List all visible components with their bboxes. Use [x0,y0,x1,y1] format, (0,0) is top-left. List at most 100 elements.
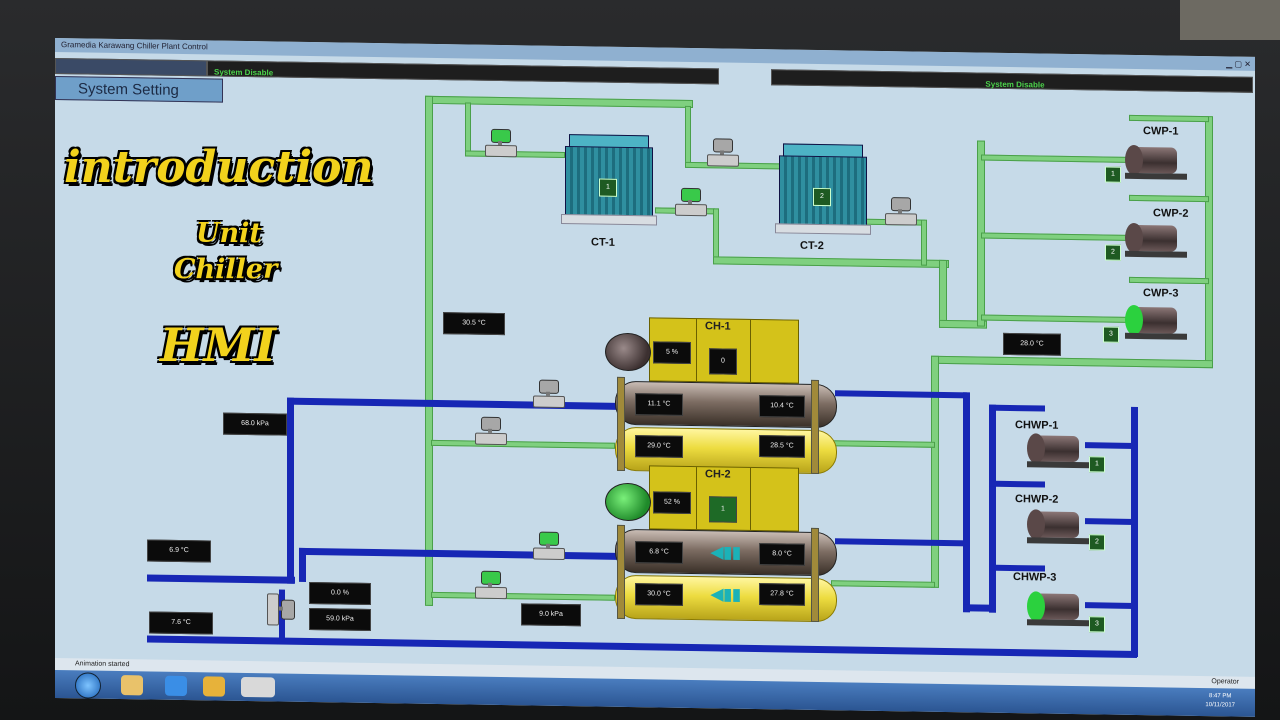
chw-pump-suction [963,392,970,613]
chw-left-riser [287,397,294,584]
cw-supply-riser [931,355,939,588]
cwp-3-label: CWP-3 [1143,287,1179,300]
clock-time: 8:47 PM [1209,693,1232,700]
system-setting-tab[interactable]: System Setting [55,76,223,103]
valve-ct1-inlet[interactable] [485,128,517,158]
valve-chw-bypass[interactable] [267,593,295,626]
wall-background [1180,0,1280,40]
chw-supply-main [147,574,295,584]
ch-1-load: 5 % [653,341,691,364]
status-right-text: System Disable [985,79,1045,90]
chw-disch-3 [1085,602,1135,609]
chw-pump-2[interactable] [1027,505,1089,545]
chw-bypass-join [299,547,306,582]
ct-1-label: CT-1 [591,236,615,249]
overlay-subtitle-2: Chiller [174,254,278,285]
cw-pipe-ct2-drop [921,219,927,266]
status-bar-left: System Disable [207,60,719,85]
chw-pressure-top: 68.0 kPa [223,412,287,436]
cw-return-temp: 28.0 °C [1003,332,1061,356]
cwp-1-indicator: 1 [1105,166,1121,183]
cw-main-riser [425,95,433,606]
overlay-subtitle-1: Unit [196,218,262,249]
chw-disch-2 [1085,518,1135,525]
ch-1-evap-out-temp: 10.4 °C [759,395,805,418]
bypass-pressure: 59.0 kPa [309,607,371,631]
chw-return-temp: 7.6 °C [149,611,213,635]
cw-from-ch2-cond [431,591,615,601]
cw-pipe-down [713,208,719,261]
cw-discharge-3 [1129,276,1209,285]
ch-2-evap-in-temp: 6.8 °C [635,541,683,564]
valve-ch2-cw[interactable] [475,570,507,600]
chwp-2-indicator: 2 [1089,534,1105,551]
window-controls[interactable]: ▁ ▢ ✕ [1226,59,1251,69]
ch-1-cond-out-temp: 28.5 °C [759,435,805,458]
cw-pump-3[interactable] [1125,301,1187,340]
ch-2-cond-in-temp: 30.0 °C [635,583,683,606]
ch-2-evap-out-temp: 8.0 °C [759,543,805,566]
cw-discharge-1 [1129,114,1209,123]
hmi-screen: Gramedia Karawang Chiller Plant Control … [55,38,1255,717]
folder-icon[interactable] [121,675,143,696]
valve-ct2-inlet[interactable] [707,138,739,167]
cw-pipe-to-pumps [939,259,947,329]
cw-return-header [713,256,949,269]
flow-arrow-icon: ◀▮▮ [711,586,741,604]
cwp-1-label: CWP-1 [1143,125,1179,138]
ch-2-compressor-icon [605,482,651,522]
valve-actuator-icon [281,599,295,620]
chw-pump-1[interactable] [1027,429,1089,469]
bypass-valve-open: 0.0 % [309,581,371,605]
chwp-3-indicator: 3 [1089,616,1105,633]
chwp-1-label: CHWP-1 [1015,419,1059,432]
media-player-icon[interactable] [203,676,225,697]
valve-ch2-chw[interactable] [533,531,565,561]
chw-top-pipe [287,397,617,410]
chw-ch2-outlet [835,538,967,547]
hmi-app-icon[interactable] [241,676,275,698]
ch-1-cond-in-temp: 29.0 °C [635,435,683,458]
clock-date: 10/11/2017 [1205,702,1235,709]
chw-pump-2-suction [989,480,1045,488]
ch-1-evap-in-temp: 11.1 °C [635,393,683,416]
cw-pipe-ct1 [465,102,471,155]
overlay-hmi: HMI [160,318,276,372]
cooling-tower-2[interactable]: 2 [775,141,871,235]
ch-1-compressor-icon [605,332,651,372]
overlay-title: introduction [64,142,374,193]
chw-pump-manifold [989,404,996,613]
chw-disch-1 [1085,442,1135,449]
system-clock[interactable]: 8:47 PM 10/11/2017 [1205,692,1235,710]
ch-2-state: 1 [709,496,737,523]
valve-ct2-outlet[interactable] [885,197,917,226]
cw-discharge-2 [1129,194,1209,203]
operator-field[interactable] [55,58,207,77]
browser-icon[interactable] [165,675,187,697]
ch-2-load: 52 % [653,491,691,514]
ch-1-state: 0 [709,348,737,375]
ct-2-indicator: 2 [813,187,831,207]
flow-arrow-icon: ◀▮▮ [711,544,741,562]
cw-pump-2[interactable] [1125,219,1187,258]
window-title: Gramedia Karawang Chiller Plant Control [61,40,208,52]
chw-supply-temp: 6.9 °C [147,539,211,563]
valve-ct1-outlet[interactable] [675,187,707,217]
cw-pump-1[interactable] [1125,141,1187,180]
cooling-tower-1[interactable]: 1 [561,132,657,226]
cw-to-ch2-cond [831,580,935,588]
cw-pipe-ct2 [685,105,691,166]
valve-ch1-chw[interactable] [533,379,565,409]
chw-ch1-outlet [835,390,967,399]
cw-pipe-cwp2 [981,232,1127,241]
ct-2-label: CT-2 [800,239,824,253]
cw-pump-discharge [1205,116,1213,367]
chwp-3-label: CHWP-3 [1013,571,1057,584]
chw-to-ch2 [299,547,617,560]
cw-pipe-cwp3 [981,314,1127,323]
start-button[interactable] [75,672,101,699]
valve-ch1-cw[interactable] [475,416,507,446]
header-pressure: 9.0 kPa [521,603,581,627]
chw-pump-3[interactable] [1027,587,1089,627]
cw-pipe-cwp1 [981,154,1127,163]
